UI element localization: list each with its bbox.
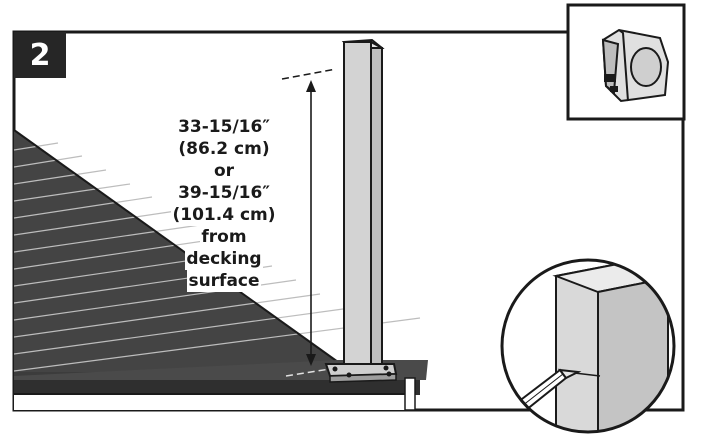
measurement-metric-1: (86.2 cm) [177, 138, 271, 160]
measurement-or: or [212, 160, 236, 182]
pencil-mark-detail [500, 258, 676, 434]
base-plate [324, 363, 398, 383]
step-number-badge: 2 [14, 32, 66, 78]
post [341, 38, 385, 365]
deck [14, 129, 428, 410]
tape-measure-inset [566, 3, 686, 121]
measurement-metric-2: (101.4 cm) [171, 204, 277, 226]
dimension-arrow [306, 80, 316, 366]
bottom-reference-line [285, 367, 337, 377]
measurement-decking: decking [185, 248, 263, 270]
top-reference-line [281, 68, 337, 80]
measurement-from: from [200, 226, 248, 248]
measurement-imperial-1: 33-15/16″ [177, 116, 271, 138]
measurement-imperial-2: 39-15/16″ [177, 182, 271, 204]
tape-measure-icon [601, 28, 670, 103]
measurement-label: 33-15/16″ (86.2 cm) or 39-15/16″ (101.4 … [168, 116, 280, 292]
measurement-surface: surface [187, 270, 261, 292]
